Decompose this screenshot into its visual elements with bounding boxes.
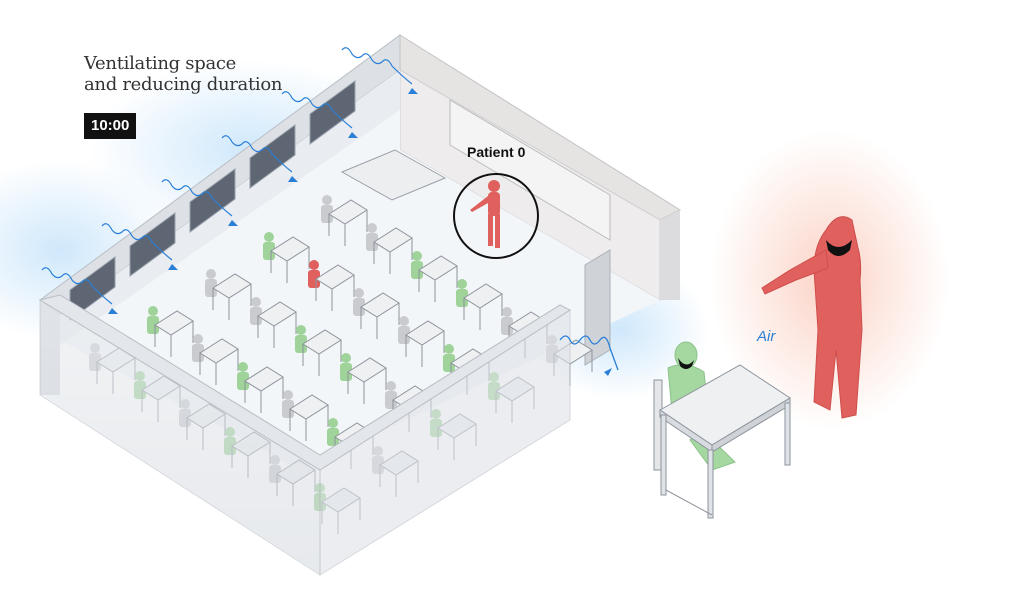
whiteboard [449,99,611,241]
patient-zero-figure [470,180,500,248]
arrow-head-icon [288,176,298,182]
infected-person-closeup [761,216,863,419]
student-desk [340,353,387,404]
window [189,168,236,233]
mask-icon [826,240,852,256]
student-desk [147,306,194,357]
teacher-desk [340,149,447,201]
airflow-arrow [41,267,113,305]
arrow-head-icon [348,132,358,138]
patient-zero-label: Patient 0 [467,144,526,160]
patient-zero-highlight [453,173,539,259]
window [129,212,176,277]
airflow-arrow [161,179,233,217]
title-line-2: and reducing duration [84,74,283,95]
student-desk [398,316,445,367]
airflow-arrow [101,223,173,261]
wall-top [38,294,572,471]
wall-edge [660,210,680,300]
student-desk [205,269,252,320]
door [584,249,611,366]
student-desk [237,362,284,413]
student-desk [353,288,400,339]
student-desk [250,297,297,348]
windows [69,80,356,321]
arrow-head-icon [408,88,418,94]
airflow-arrow [281,91,353,129]
airflow-arrow [221,135,293,173]
airflow-arrows [41,47,418,314]
student-desk [282,390,329,441]
arrow-head-icon [168,264,178,270]
student-desk [321,195,368,246]
student-desk [308,260,355,311]
window [309,80,356,145]
closeup-desk [659,364,791,519]
student-desk [192,334,239,385]
student-desk [263,232,310,283]
student-desk [366,223,413,274]
mask-icon [678,358,694,369]
arrow-head-icon [604,368,612,376]
student-desk [295,325,342,376]
arrow-head-icon [228,220,238,226]
student-desk [456,279,503,330]
window [249,124,296,189]
page-title: Ventilating space and reducing duration [84,53,282,95]
student-desk [411,251,458,302]
airflow-arrow [341,47,413,85]
airflow-arrow [559,335,619,371]
arrow-head-icon [108,308,118,314]
title-line-1: Ventilating space [84,53,237,74]
air-label: Air [757,328,776,345]
timer-badge: 10:00 [84,113,137,139]
